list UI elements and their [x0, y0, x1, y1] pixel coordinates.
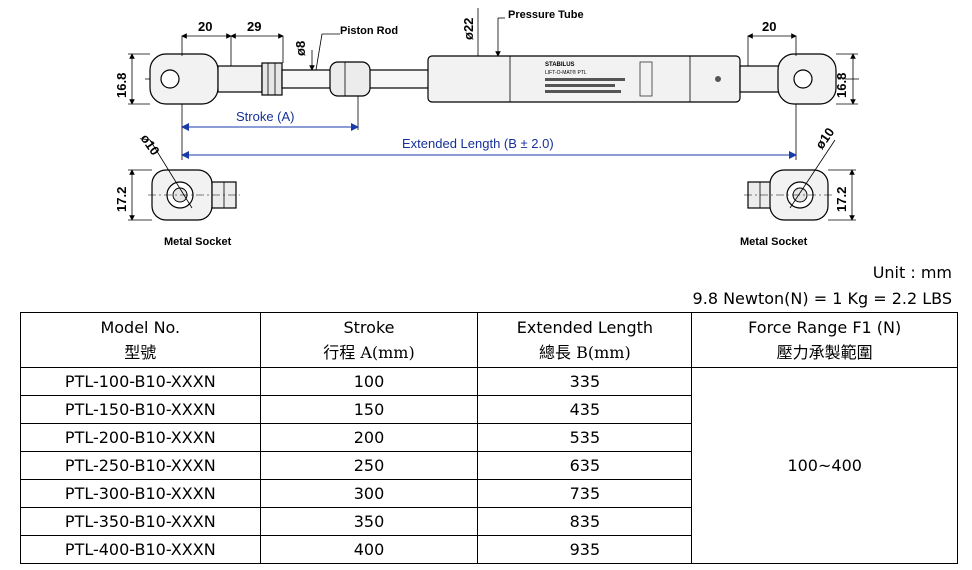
header-model: Model No.型號: [20, 312, 261, 368]
cell-force-range: 100~400: [691, 367, 958, 564]
pressure-tube-label: Pressure Tube: [508, 9, 584, 21]
unit-note: Unit : mm: [872, 263, 952, 282]
pressure-tube: STABILUS LIFT-O-MAT® PTL: [427, 55, 741, 103]
dim-tube-dia: ø22: [461, 18, 476, 40]
piston-rod-label: Piston Rod: [340, 25, 398, 37]
cell-stroke: 350: [259, 507, 479, 536]
cell-model: PTL-300-B10-XXXN: [20, 479, 261, 508]
cell-stroke: 250: [259, 451, 479, 480]
cell-model: PTL-250-B10-XXXN: [20, 451, 261, 480]
metal-socket-right: [744, 169, 834, 221]
cell-length: 435: [477, 395, 693, 424]
table-row: PTL-200-B10-XXXN 200 535: [20, 423, 958, 452]
cell-model: PTL-350-B10-XXXN: [20, 507, 261, 536]
cell-length: 735: [477, 479, 693, 508]
conversion-note: 9.8 Newton(N) = 1 Kg = 2.2 LBS: [692, 289, 952, 308]
dim-right-eye-len: 20: [762, 19, 776, 34]
gas-spring-drawing: STABILUS LIFT-O-MAT® PTL 20 29 ø8 Piston…: [114, 8, 860, 248]
cell-stroke: 300: [259, 479, 479, 508]
dim-socket-right-height: 17.2: [834, 187, 849, 212]
dim-left-height: 16.8: [114, 73, 129, 98]
dim-socket-right-dia: ø10: [812, 125, 837, 152]
tube-sub: LIFT-O-MAT® PTL: [545, 69, 587, 76]
cell-length: 935: [477, 535, 693, 564]
table-row: PTL-300-B10-XXXN 300 735: [20, 479, 958, 508]
table-row: PTL-150-B10-XXXN 150 435: [20, 395, 958, 424]
left-eye-fitting: [149, 53, 283, 105]
right-eye-fitting: [739, 53, 837, 105]
metal-socket-left: [148, 169, 240, 221]
stroke-label: Stroke (A): [236, 109, 295, 124]
cell-length: 335: [477, 367, 693, 396]
dim-right-height: 16.8: [834, 73, 849, 98]
table-row: PTL-400-B10-XXXN 400 935: [20, 535, 958, 564]
cell-model: PTL-100-B10-XXXN: [20, 367, 261, 396]
cell-stroke: 150: [259, 395, 479, 424]
tube-brand: STABILUS: [545, 62, 575, 68]
cell-model: PTL-200-B10-XXXN: [20, 423, 261, 452]
cell-length: 835: [477, 507, 693, 536]
header-force-range: Force Range F1 (N)壓力承製範圍: [691, 312, 958, 368]
metal-socket-right-label: Metal Socket: [740, 236, 808, 248]
extended-length-label: Extended Length (B ± 2.0): [402, 136, 554, 151]
dim-rod-dia: ø8: [293, 41, 308, 56]
cell-length: 535: [477, 423, 693, 452]
dim-socket-left-height: 17.2: [114, 187, 129, 212]
metal-socket-left-label: Metal Socket: [164, 236, 232, 248]
cell-stroke: 200: [259, 423, 479, 452]
table-row: PTL-350-B10-XXXN 350 835: [20, 507, 958, 536]
cell-model: PTL-400-B10-XXXN: [20, 535, 261, 564]
dim-thread-len: 29: [247, 19, 261, 34]
cell-model: PTL-150-B10-XXXN: [20, 395, 261, 424]
table-row: PTL-100-B10-XXXN 100 335 100~400: [20, 367, 958, 564]
dim-left-eye-len: 20: [198, 19, 212, 34]
cell-stroke: 100: [259, 367, 479, 396]
cell-length: 635: [477, 451, 693, 480]
cell-stroke: 400: [259, 535, 479, 564]
table-row: PTL-250-B10-XXXN 250 635: [20, 451, 958, 480]
